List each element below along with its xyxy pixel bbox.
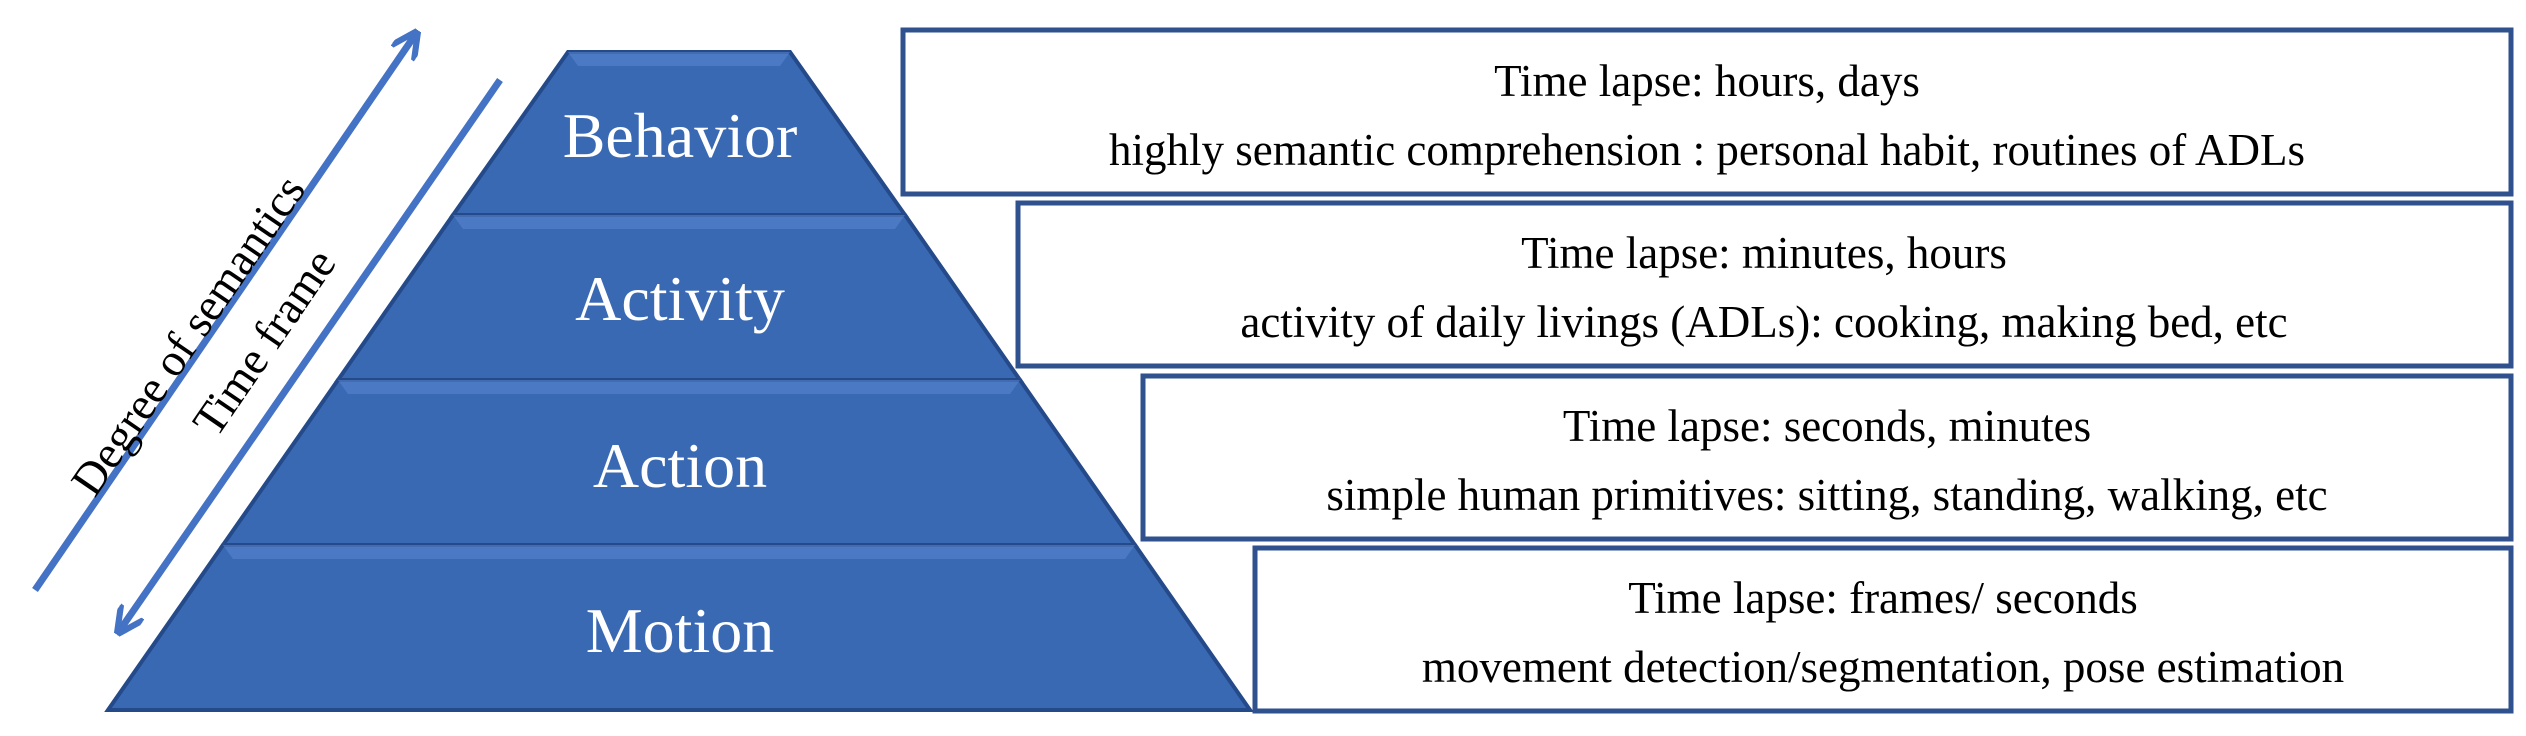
action-time-lapse: Time lapse: seconds, minutes (1563, 401, 2091, 451)
semantics-arrow (32, 35, 415, 592)
tier-label-motion: Motion (586, 595, 774, 666)
description-box-action: Time lapse: seconds, minutes simple huma… (1140, 373, 2514, 542)
pyramid-tier-motion: Motion (104, 543, 1254, 712)
pyramid-tier-action: Action (219, 378, 1139, 547)
description-box-activity: Time lapse: minutes, hours activity of d… (1015, 200, 2514, 369)
tier-label-behavior: Behavior (563, 100, 798, 171)
description-box-motion: Time lapse: frames/ seconds movement det… (1252, 545, 2514, 714)
pyramid-tier-activity: Activity (334, 213, 1024, 382)
tier-label-activity: Activity (575, 263, 785, 334)
activity-time-lapse: Time lapse: minutes, hours (1521, 228, 2007, 278)
time-frame-arrow (120, 78, 503, 630)
activity-description: activity of daily livings (ADLs): cookin… (1240, 297, 2287, 347)
pyramid-tier-behavior: Behavior (449, 50, 909, 217)
pyramid: Behavior Activity Action Motion (104, 50, 1254, 712)
description-box-behavior: Time lapse: hours, days highly semantic … (900, 27, 2514, 197)
motion-description: movement detection/segmentation, pose es… (1422, 642, 2344, 692)
behavior-time-lapse: Time lapse: hours, days (1494, 56, 1920, 106)
tier-label-action: Action (593, 430, 767, 501)
motion-time-lapse: Time lapse: frames/ seconds (1628, 573, 2138, 623)
action-description: simple human primitives: sitting, standi… (1326, 470, 2327, 520)
behavior-description: highly semantic comprehension : personal… (1109, 125, 2305, 175)
